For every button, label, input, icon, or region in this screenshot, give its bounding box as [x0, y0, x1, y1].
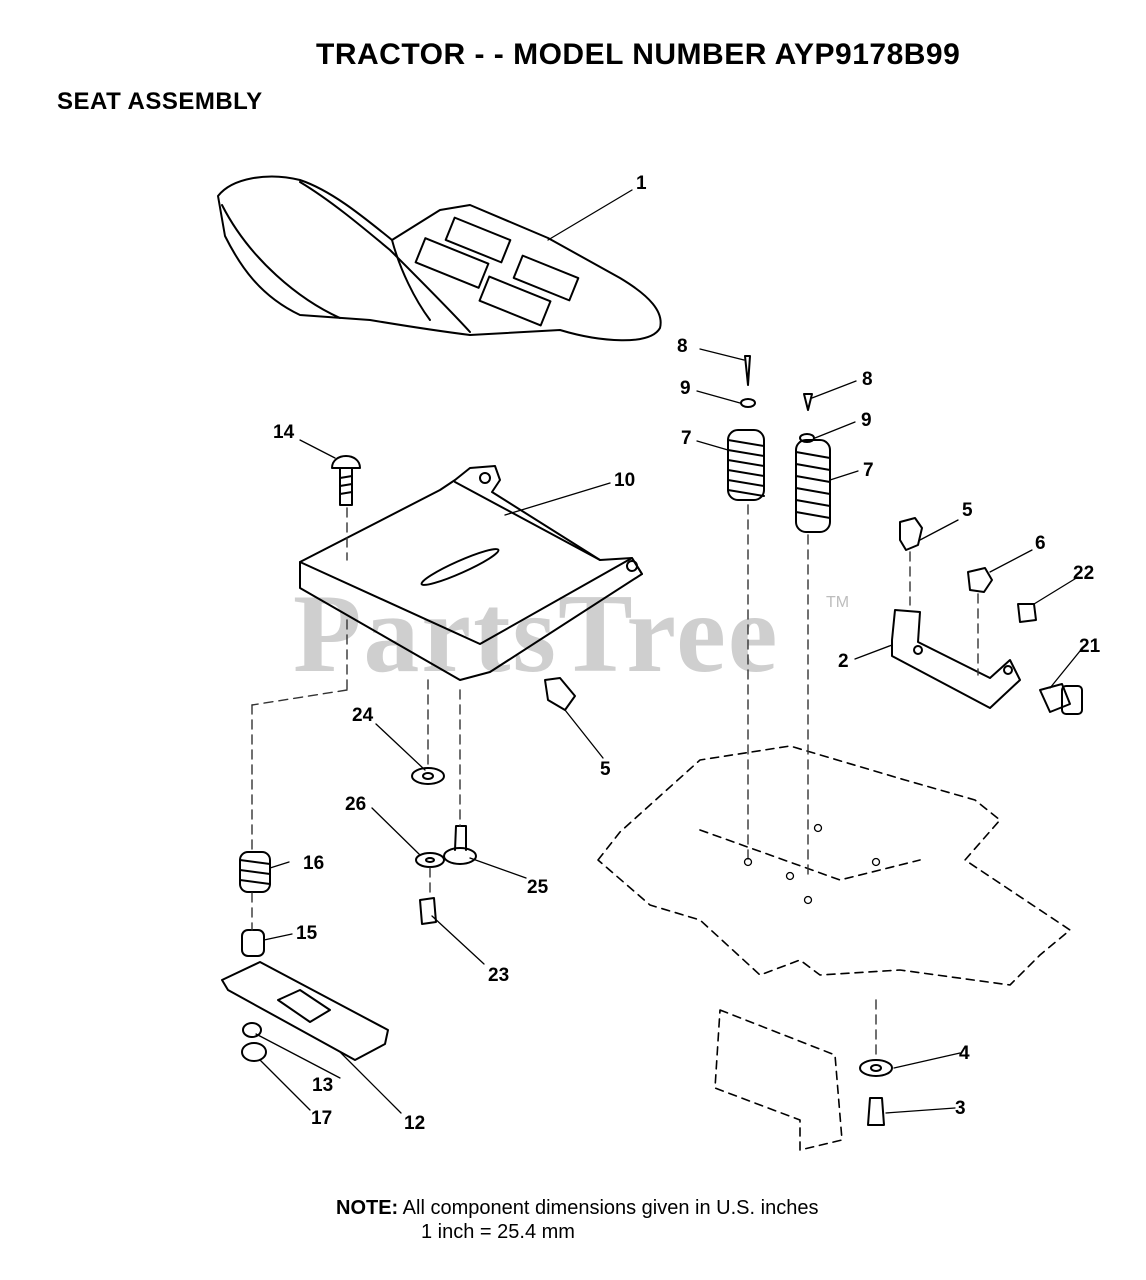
callout-15: 15 — [296, 923, 318, 944]
note-line-1: All component dimensions given in U.S. i… — [402, 1197, 819, 1219]
callout-1: 1 — [636, 173, 647, 194]
callout-23: 23 — [488, 965, 510, 986]
dimension-note: NOTE: All component dimensions given in … — [336, 1196, 818, 1244]
note-label: NOTE: — [336, 1197, 399, 1219]
callout-13: 13 — [312, 1075, 334, 1096]
frame-holes — [743, 823, 881, 905]
callout-26: 26 — [345, 794, 367, 815]
leader-lines — [255, 189, 1081, 1114]
callout-21: 21 — [1079, 636, 1101, 657]
callout-12: 12 — [404, 1113, 426, 1134]
callout-16: 16 — [303, 853, 325, 874]
callout-7-left: 7 — [681, 428, 692, 449]
note-line-2: 1 inch = 25.4 mm — [421, 1221, 575, 1243]
seat-pan-part — [299, 465, 643, 681]
tractor-frame-part — [597, 745, 1071, 1151]
watermark-trademark: TM — [826, 594, 850, 611]
assembly-subtitle: SEAT ASSEMBLY — [57, 88, 263, 115]
callout-8-left: 8 — [677, 336, 688, 357]
callout-6: 6 — [1035, 533, 1046, 554]
callout-5-lower: 5 — [600, 759, 611, 780]
callout-9-right: 9 — [861, 410, 872, 431]
assembly-lines — [251, 504, 979, 1061]
mount-hardware-parts — [411, 767, 477, 925]
carriage-bolt-part — [331, 455, 361, 506]
pin-washer-parts — [740, 355, 815, 443]
callout-7-right: 7 — [863, 460, 874, 481]
callout-8-right: 8 — [862, 369, 873, 390]
callout-9-left: 9 — [680, 378, 691, 399]
callout-4: 4 — [959, 1043, 970, 1064]
seat-part — [217, 175, 662, 342]
callout-22: 22 — [1073, 563, 1095, 584]
callout-2: 2 — [838, 651, 849, 672]
callout-17: 17 — [311, 1108, 333, 1129]
slide-assembly-parts — [221, 851, 389, 1062]
diagram-title: TRACTOR - - MODEL NUMBER AYP9178B99 — [316, 38, 961, 71]
callout-14: 14 — [273, 422, 295, 443]
bracket-hardware-parts — [544, 517, 1083, 715]
spring-parts — [727, 429, 831, 533]
callout-25: 25 — [527, 877, 549, 898]
callout-5-upper: 5 — [962, 500, 973, 521]
callout-3: 3 — [955, 1098, 966, 1119]
callout-10: 10 — [614, 470, 636, 491]
callout-24: 24 — [352, 705, 374, 726]
base-hardware-parts — [859, 1059, 893, 1126]
